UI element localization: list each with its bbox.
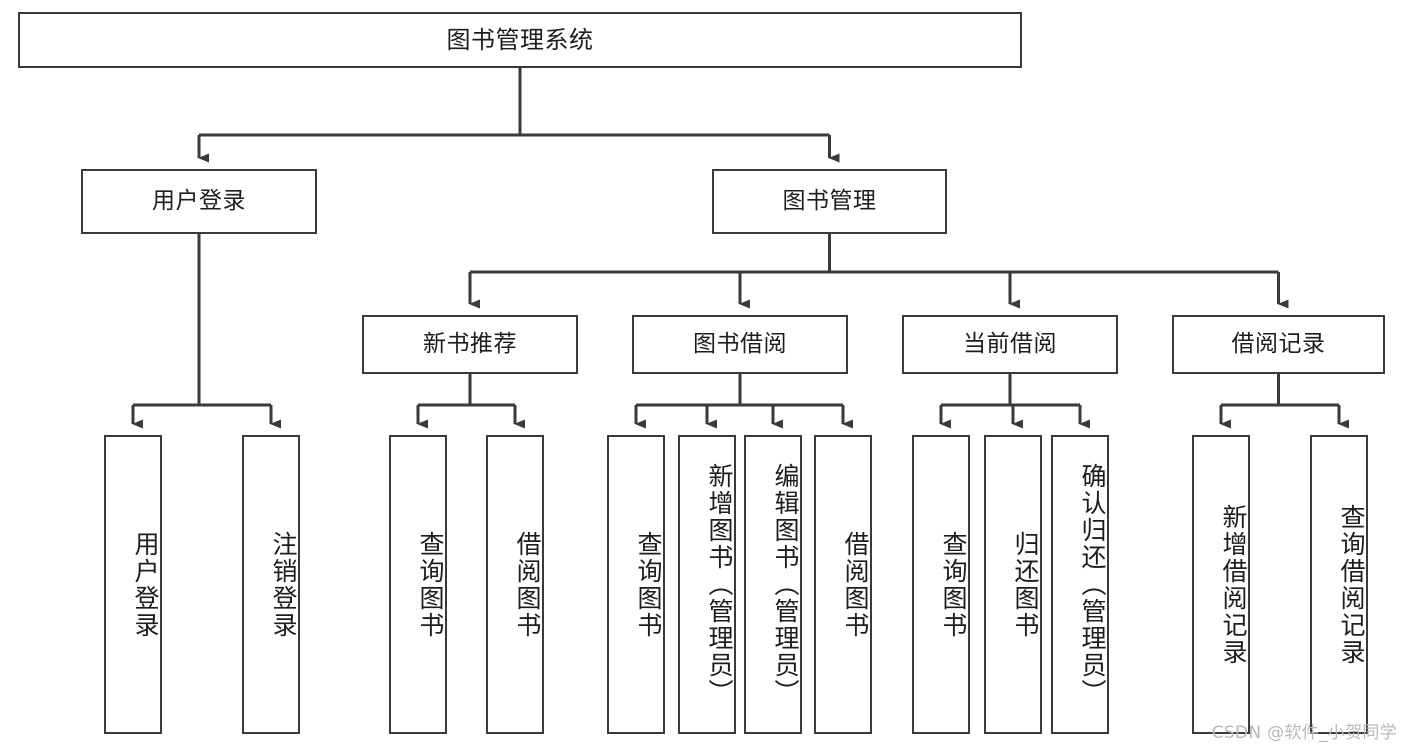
node-book-manage[interactable]: 图书管理 bbox=[712, 169, 947, 234]
leaf-borrow-book-2[interactable]: 借阅图书 bbox=[814, 435, 872, 734]
node-new-book-recommend[interactable]: 新书推荐 bbox=[362, 315, 578, 374]
leaf-return-book[interactable]: 归还图书 bbox=[984, 435, 1042, 734]
leaf-label: 归还图书 bbox=[1011, 530, 1040, 639]
leaf-label: 新增图书（管理员） bbox=[705, 463, 734, 706]
leaf-query-book-3[interactable]: 查询图书 bbox=[912, 435, 970, 734]
node-book-borrow[interactable]: 图书借阅 bbox=[632, 315, 848, 374]
node-current-borrow[interactable]: 当前借阅 bbox=[902, 315, 1118, 374]
leaf-edit-book[interactable]: 编辑图书（管理员） bbox=[744, 435, 802, 734]
leaf-query-book-2[interactable]: 查询图书 bbox=[607, 435, 665, 734]
leaf-label: 查询借阅记录 bbox=[1337, 503, 1366, 666]
leaf-label: 查询图书 bbox=[416, 530, 445, 639]
leaf-logout[interactable]: 注销登录 bbox=[242, 435, 300, 734]
leaf-label: 新增借阅记录 bbox=[1219, 503, 1248, 666]
leaf-label: 确认归还（管理员） bbox=[1078, 463, 1107, 706]
leaf-add-record[interactable]: 新增借阅记录 bbox=[1192, 435, 1250, 734]
leaf-label: 借阅图书 bbox=[841, 530, 870, 639]
leaf-label: 用户登录 bbox=[131, 530, 160, 639]
leaf-confirm-return[interactable]: 确认归还（管理员） bbox=[1051, 435, 1109, 734]
leaf-user-login[interactable]: 用户登录 bbox=[104, 435, 162, 734]
leaf-label: 查询图书 bbox=[634, 530, 663, 639]
csdn-watermark: CSDN @软件_小贺同学 bbox=[1211, 723, 1397, 743]
leaf-label: 编辑图书（管理员） bbox=[771, 463, 800, 706]
leaf-add-book[interactable]: 新增图书（管理员） bbox=[678, 435, 736, 734]
node-root[interactable]: 图书管理系统 bbox=[18, 12, 1022, 68]
leaf-query-book-1[interactable]: 查询图书 bbox=[389, 435, 447, 734]
leaf-query-record[interactable]: 查询借阅记录 bbox=[1310, 435, 1368, 734]
node-user-login[interactable]: 用户登录 bbox=[81, 169, 317, 234]
leaf-label: 查询图书 bbox=[939, 530, 968, 639]
node-borrow-record[interactable]: 借阅记录 bbox=[1172, 315, 1385, 374]
leaf-label: 注销登录 bbox=[269, 530, 298, 639]
leaf-label: 借阅图书 bbox=[513, 530, 542, 639]
leaf-borrow-book-1[interactable]: 借阅图书 bbox=[486, 435, 544, 734]
